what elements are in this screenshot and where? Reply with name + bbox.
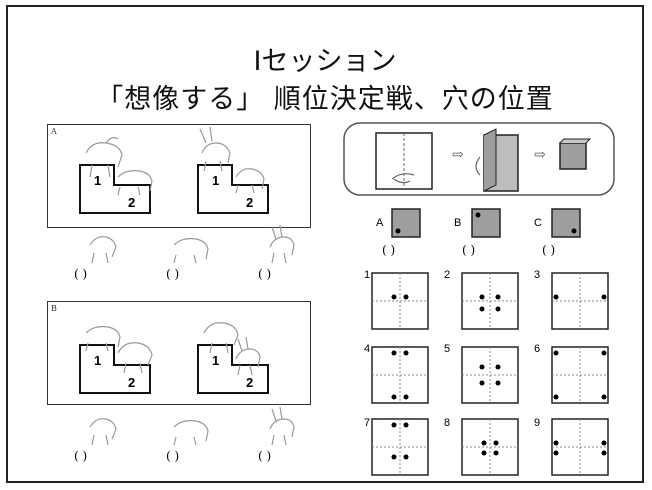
answer-grids <box>371 272 609 476</box>
slide-title: Iセッション <box>253 46 397 77</box>
answer-blank[interactable]: ( ) <box>166 449 180 463</box>
panel-a-label: A <box>51 127 57 136</box>
choice-number-4: 4 <box>364 343 371 355</box>
stairs-drawing <box>79 164 269 394</box>
arrow-icon: ⇨ <box>534 147 546 163</box>
answer-blank[interactable]: ( ) <box>542 243 556 257</box>
choice-number-9: 9 <box>534 417 541 429</box>
step-number-2: 2 <box>246 195 254 210</box>
step-number-1: 1 <box>94 173 102 188</box>
animal-sketches <box>85 126 295 446</box>
option-label-b: B <box>454 217 462 229</box>
choice-number-2: 2 <box>444 269 451 281</box>
step-number-1: 1 <box>94 353 102 368</box>
choice-number-5: 5 <box>444 343 451 355</box>
answer-blank[interactable]: ( ) <box>74 449 88 463</box>
option-label-c: C <box>534 217 542 229</box>
step-number-2: 2 <box>246 375 254 390</box>
choice-number-1: 1 <box>364 269 371 281</box>
answer-blank[interactable]: ( ) <box>462 243 476 257</box>
arrow-icon: ⇨ <box>452 147 464 163</box>
panel-a: A <box>47 124 311 228</box>
option-squares <box>391 208 581 238</box>
slide: Iセッション 「想像する」 順位決定戦、穴の位置 A B <box>6 5 644 483</box>
fold-sequence <box>343 122 615 196</box>
answer-blank[interactable]: ( ) <box>258 449 272 463</box>
slide-subtitle: 「想像する」 順位決定戦、穴の位置 <box>96 84 554 115</box>
panel-b-label: B <box>51 304 57 313</box>
answer-blank[interactable]: ( ) <box>258 267 272 281</box>
answer-blank[interactable]: ( ) <box>166 267 180 281</box>
answer-blank[interactable]: ( ) <box>382 243 396 257</box>
choice-number-7: 7 <box>364 417 371 429</box>
step-number-1: 1 <box>212 353 220 368</box>
answer-blank[interactable]: ( ) <box>74 267 88 281</box>
panel-b: B <box>47 301 311 405</box>
choice-number-3: 3 <box>534 269 541 281</box>
step-number-1: 1 <box>212 173 220 188</box>
option-label-a: A <box>376 217 384 229</box>
step-number-2: 2 <box>128 195 136 210</box>
step-number-2: 2 <box>128 375 136 390</box>
choice-number-6: 6 <box>534 343 541 355</box>
choice-number-8: 8 <box>444 417 451 429</box>
